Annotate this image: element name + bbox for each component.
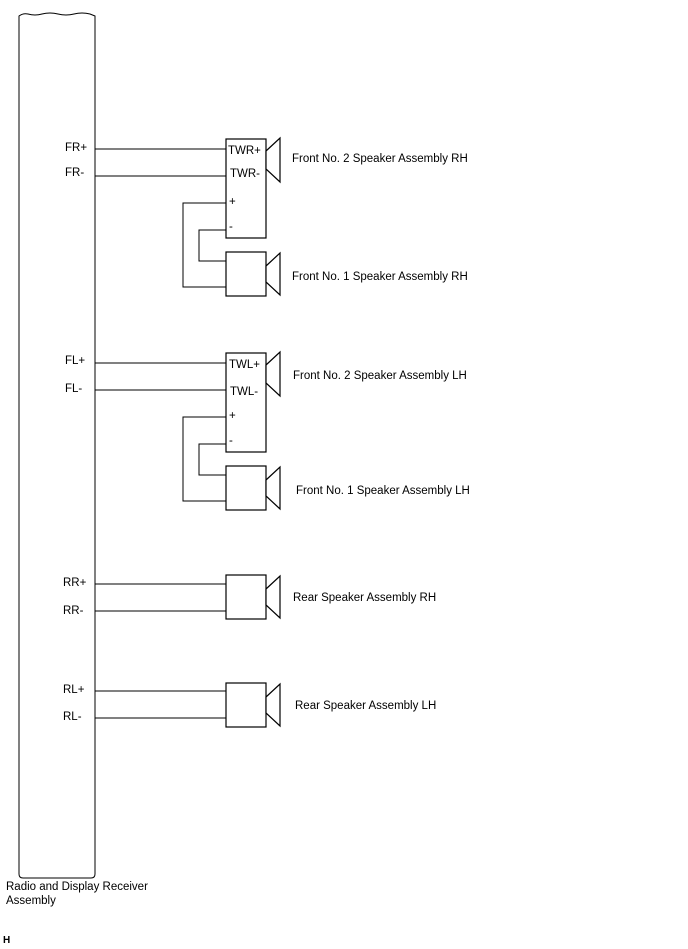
- front-lh-woofer-label: Front No. 1 Speaker Assembly LH: [296, 485, 470, 497]
- receiver-name-line1: Radio and Display Receiver: [6, 881, 148, 893]
- pin-rr-pos: RR+: [63, 577, 87, 589]
- rear-lh-speaker: [225, 682, 281, 728]
- rear-rh-label: Rear Speaker Assembly RH: [293, 592, 436, 604]
- pin-rl-neg: RL-: [63, 711, 82, 723]
- tweeter-rh-out-neg: -: [229, 221, 233, 233]
- front-rh-woofer-label: Front No. 1 Speaker Assembly RH: [292, 271, 468, 283]
- front-rh-tweeter: [225, 136, 281, 239]
- front-lh-tweeter-label: Front No. 2 Speaker Assembly LH: [293, 370, 467, 382]
- radio-receiver-block: [18, 12, 96, 879]
- front-rh-woofer: [225, 251, 281, 297]
- pin-fr-neg: FR-: [65, 167, 84, 179]
- front-lh-wiring: [95, 362, 226, 502]
- pin-rl-pos: RL+: [63, 684, 85, 696]
- tweeter-lh-pin-neg: TWL-: [230, 386, 258, 398]
- figure-code: H: [3, 935, 11, 946]
- tweeter-rh-out-pos: +: [229, 196, 236, 208]
- tweeter-lh-out-neg: -: [229, 435, 233, 447]
- pin-rr-neg: RR-: [63, 605, 84, 617]
- pin-fr-pos: FR+: [65, 142, 87, 154]
- receiver-name-line2: Assembly: [6, 895, 56, 907]
- tweeter-rh-pin-neg: TWR-: [230, 168, 260, 180]
- rear-lh-wiring: [95, 690, 226, 719]
- rear-rh-wiring: [95, 583, 226, 612]
- front-rh-wiring: [95, 148, 226, 288]
- rear-lh-label: Rear Speaker Assembly LH: [295, 700, 436, 712]
- pin-fl-neg: FL-: [65, 383, 82, 395]
- pin-fl-pos: FL+: [65, 355, 85, 367]
- tweeter-lh-pin-pos: TWL+: [229, 359, 260, 371]
- front-lh-tweeter: [225, 350, 281, 453]
- tweeter-rh-pin-pos: TWR+: [228, 145, 261, 157]
- front-rh-tweeter-label: Front No. 2 Speaker Assembly RH: [292, 153, 468, 165]
- receiver-name: Radio and Display Receiver Assembly: [6, 880, 206, 908]
- front-lh-woofer: [225, 465, 281, 511]
- tweeter-lh-out-pos: +: [229, 410, 236, 422]
- rear-rh-speaker: [225, 574, 281, 620]
